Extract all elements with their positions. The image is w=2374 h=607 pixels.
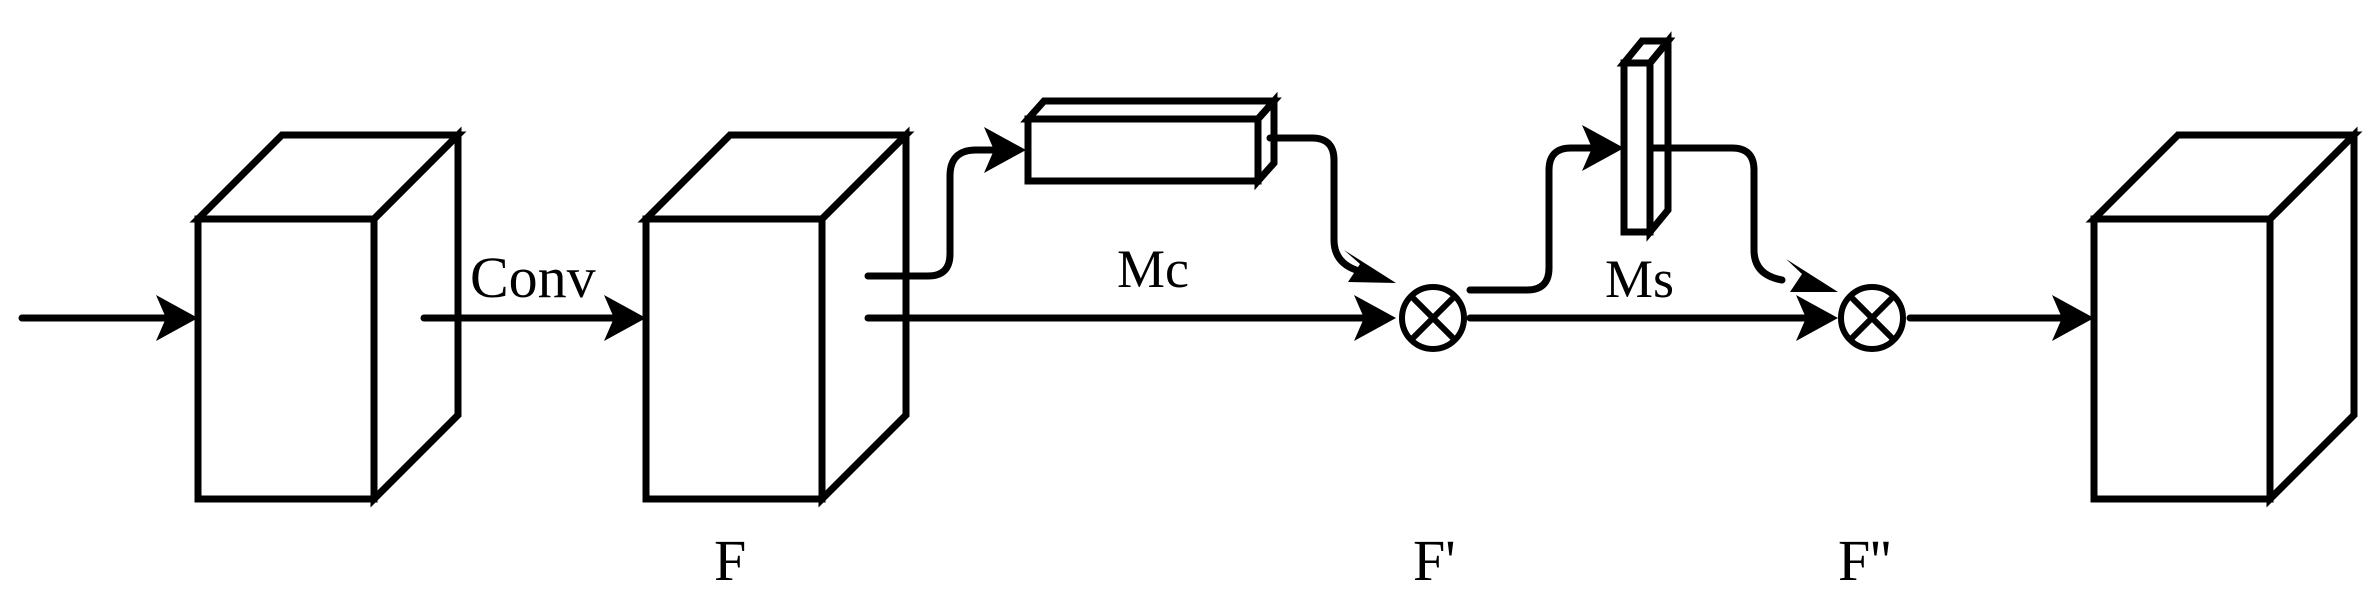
multiply-icon-stroke-b: [1408, 293, 1458, 343]
ms-front: [1620, 59, 1654, 236]
ms-branch-line: [1466, 144, 1600, 294]
conv-label: Conv: [470, 245, 596, 310]
input-cube-front: [194, 215, 378, 503]
f-double-prime-label: F'': [1838, 528, 1891, 593]
arrowheads: [156, 125, 2094, 341]
f-cube-front: [642, 215, 826, 503]
output-feature-cube: [2085, 126, 2363, 508]
arrowhead-mult1-main: [1354, 295, 1396, 341]
multiply-operator-2: [1838, 284, 1906, 352]
arrowhead-mult1-top: [1344, 250, 1396, 283]
connectors: [18, 134, 2066, 322]
arrowhead-conv: [604, 295, 646, 341]
mc-front: [1024, 115, 1262, 185]
out-cube-side: [2266, 126, 2358, 508]
arrowhead-input: [156, 295, 198, 341]
arrowhead-mc-in: [984, 127, 1026, 173]
arrowhead-ms-in: [1582, 125, 1624, 171]
ms-label: Ms: [1605, 249, 1674, 309]
mc-label: Mc: [1117, 239, 1189, 299]
arrowhead-mult2-main: [1796, 295, 1838, 341]
channel-attention-map: [1020, 91, 1282, 191]
f-prime-label: F': [1413, 528, 1456, 593]
f-label: F: [714, 528, 746, 593]
ms-out-line: [1648, 144, 1786, 284]
arrowhead-output: [2052, 295, 2094, 341]
input-feature-cube: [189, 126, 467, 508]
feature-f-cube: [637, 126, 915, 508]
mc-branch-line: [864, 146, 999, 280]
multiply-operator-1: [1399, 284, 1467, 352]
out-cube-front: [2090, 215, 2274, 503]
mc-out-line: [1266, 134, 1360, 274]
arrowhead-mult2-top: [1786, 259, 1838, 292]
multiply-icon-stroke-b: [1847, 293, 1897, 343]
spatial-attention-map: [1616, 31, 1676, 242]
